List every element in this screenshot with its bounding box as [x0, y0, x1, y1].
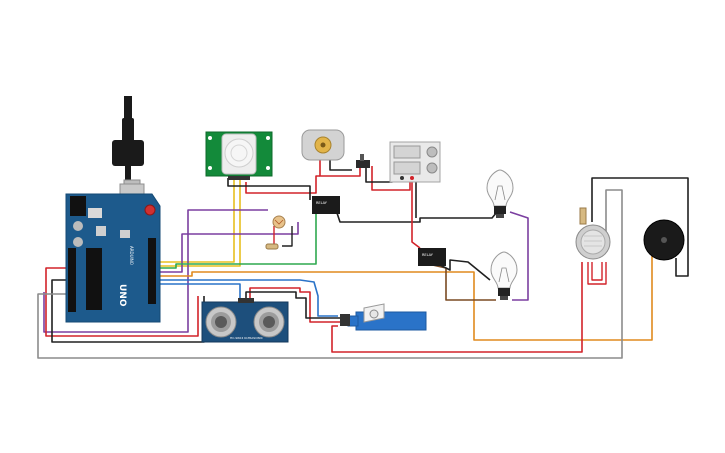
- relay-2[interactable]: RELAY: [418, 248, 446, 266]
- wire-purple-1[interactable]: [158, 222, 299, 273]
- wire-black-pir[interactable]: [227, 178, 311, 200]
- arduino-board[interactable]: UNO ARDUINO: [65, 96, 161, 323]
- ultrasonic-label: HC-SR04: [230, 336, 243, 340]
- arduino-brand-label: ARDUINO: [129, 246, 134, 265]
- wires: [37, 100, 689, 359]
- relay-1-label: RELAY: [316, 201, 328, 205]
- ultrasonic-sensor[interactable]: HC-SR04 ULTRASONIC: [201, 298, 289, 343]
- wire-blue-2[interactable]: [158, 283, 241, 302]
- servo-motor[interactable]: [340, 303, 427, 331]
- wire-red-servo[interactable]: [249, 287, 340, 323]
- resistor-ldr[interactable]: [265, 243, 279, 250]
- wire-yellow-pir-2[interactable]: [158, 178, 241, 267]
- wire-red-motor[interactable]: [319, 150, 361, 177]
- piezo-buzzer[interactable]: [643, 219, 685, 261]
- wire-brown[interactable]: [427, 263, 496, 301]
- light-bulb-2[interactable]: [490, 251, 518, 300]
- wire-black-ldr[interactable]: [282, 226, 293, 247]
- wire-black-servo[interactable]: [245, 291, 340, 319]
- relay-2-label: RELAY: [422, 253, 434, 257]
- pir-sensor[interactable]: [205, 131, 273, 180]
- wire-yellow-pir[interactable]: [158, 178, 235, 263]
- wire-red-gas[interactable]: [591, 262, 603, 281]
- wire-black-relay2[interactable]: [437, 259, 491, 281]
- wire-black-relay-lamp[interactable]: [335, 209, 498, 223]
- ultrasonic-sub-label: ULTRASONIC: [244, 336, 263, 340]
- relay-1[interactable]: RELAY: [312, 196, 340, 214]
- wire-orange[interactable]: [158, 256, 653, 341]
- wire-gray-left[interactable]: [37, 189, 623, 359]
- arduino-model-label: UNO: [117, 284, 127, 307]
- light-bulb-1[interactable]: [486, 169, 514, 218]
- gas-sensor[interactable]: [575, 207, 611, 260]
- wire-red-switch[interactable]: [371, 166, 411, 191]
- slide-switch[interactable]: [356, 154, 370, 168]
- wire-blue-1[interactable]: [158, 279, 338, 317]
- wire-red-pir[interactable]: [245, 175, 320, 194]
- wire-red-servo-long[interactable]: [331, 262, 583, 353]
- wire-black-gas[interactable]: [591, 177, 689, 277]
- wire-red-gas-2[interactable]: [587, 262, 607, 285]
- wire-purple-low[interactable]: [43, 209, 268, 333]
- photoresistor[interactable]: [272, 215, 286, 229]
- power-supply[interactable]: [389, 141, 441, 183]
- wire-red-left[interactable]: [45, 267, 199, 337]
- wire-black-switch[interactable]: [365, 168, 393, 183]
- wire-purple-lamp[interactable]: [509, 211, 529, 301]
- wire-green-ldr[interactable]: [158, 212, 317, 269]
- dc-motor[interactable]: [301, 129, 345, 161]
- wire-red-power-relay2[interactable]: [411, 180, 421, 249]
